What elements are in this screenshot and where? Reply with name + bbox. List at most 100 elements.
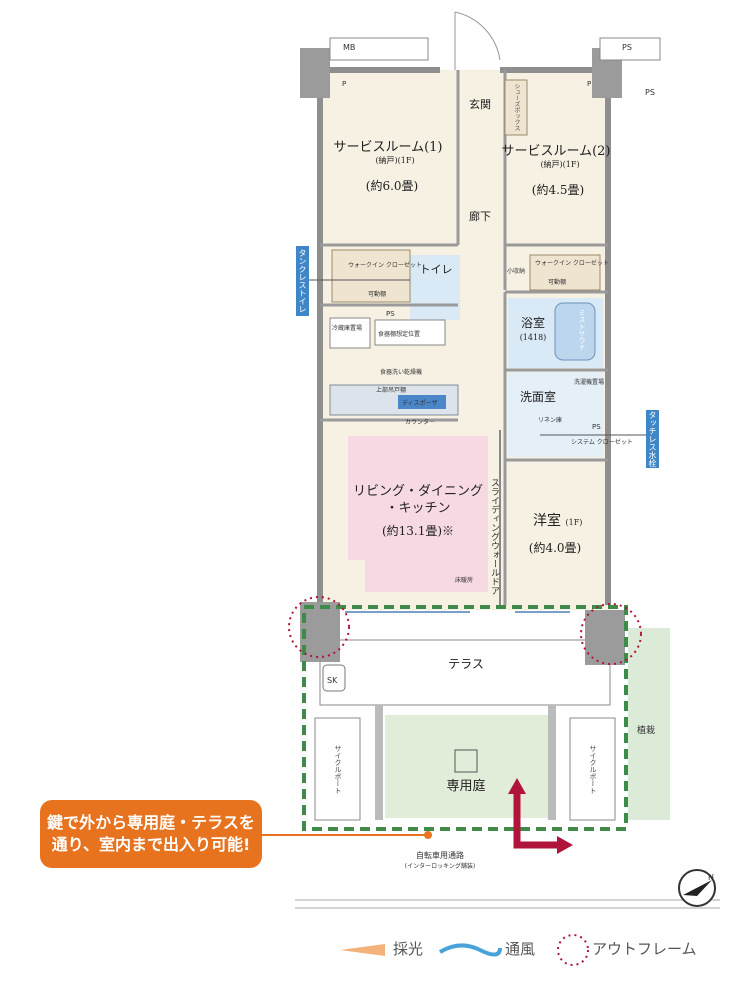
- walkin-closet-1-label: ウォークイン クローゼット: [348, 261, 422, 269]
- storage-small-label: 小収納: [507, 267, 525, 275]
- floor-heating-label: 床暖房: [455, 576, 473, 584]
- bicycle-path-sub: (インターロッキング舗装): [405, 862, 476, 870]
- mb-box: [329, 37, 429, 61]
- p-label-right: P: [587, 80, 591, 88]
- toilet-floor: [410, 255, 460, 320]
- tankless-toilet-tag: タンクレストイレ: [296, 246, 309, 316]
- drain-grate: [454, 749, 478, 773]
- walkin-closet-1: [331, 249, 411, 303]
- exterior-walls: [317, 67, 611, 605]
- p-label-left: P: [342, 80, 346, 88]
- ps-box-top: [599, 37, 661, 61]
- fridge-label: 冷蔵庫置場: [332, 324, 362, 332]
- upper-shelf-label: 上部吊戸棚: [376, 386, 406, 394]
- hallway-label: 廊下: [469, 209, 491, 223]
- touchless-faucet-label: タッチレス水栓: [648, 411, 657, 467]
- cycle-port-right-tag: サイクルポート 屋根付: [587, 742, 599, 797]
- cycle-port-left-tag: サイクルポート 屋根付: [332, 742, 344, 797]
- shoes-box-label: シューズボックス: [513, 83, 520, 131]
- cycle-port-left: [314, 717, 361, 821]
- western-room-name: 洋室: [533, 512, 561, 529]
- bath-label: 浴室: [521, 315, 545, 330]
- shoes-box: [504, 79, 528, 136]
- legend-wind-swatch: [438, 943, 502, 957]
- linen-label: リネン庫: [538, 416, 562, 424]
- outframe-marker-right: [580, 603, 642, 665]
- ldk-size: (約13.1畳)※: [382, 523, 454, 538]
- ps-label-kitchen: PS: [386, 310, 395, 318]
- touchless-faucet-tag: タッチレス水栓: [646, 410, 659, 468]
- bath-size-label: (1418): [520, 333, 547, 342]
- system-closet-label: システム クローゼット: [571, 438, 633, 446]
- entrance-door: [454, 11, 501, 70]
- western-room-sub: (1F): [566, 518, 583, 527]
- service-room-1-sub: (納戸)(1F): [375, 155, 414, 165]
- western-room-size: (約4.0畳): [529, 540, 581, 555]
- garden-access-callout: 鍵で外から専用庭・テラスを 通り、室内まで出入り可能!: [40, 800, 262, 868]
- terrace-area: [319, 639, 611, 706]
- bathtub: [554, 302, 596, 361]
- ldk-name-1: リビング・ダイニング: [353, 484, 483, 499]
- compass-label: N: [708, 873, 714, 882]
- service-room-2-name: サービスルーム(2): [501, 144, 610, 159]
- washing-machine-label: 洗濯機置場: [574, 378, 604, 386]
- washroom-label: 洗面室: [520, 389, 556, 404]
- access-route: [513, 790, 560, 849]
- legend-light-label: 採光: [393, 940, 424, 958]
- mist-sauna-tag: ミストサウナ: [576, 307, 587, 353]
- ps-label-top: PS: [622, 43, 632, 52]
- ps-label-wash: PS: [592, 423, 601, 431]
- cupboard-space: [374, 319, 446, 346]
- callout-line-2: 通り、室内まで出入り可能!: [51, 835, 251, 854]
- movable-shelf-1: 可動棚: [368, 290, 386, 298]
- service-room-1-size: (約6.0畳): [366, 178, 418, 193]
- callout-line-1: 鍵で外から専用庭・テラスを: [47, 813, 255, 832]
- cycle-port-right: [569, 717, 616, 821]
- entrance-label: 玄関: [469, 97, 491, 111]
- compass-icon: [678, 869, 716, 907]
- planting-label: 植栽: [637, 724, 655, 736]
- toilet-label: トイレ: [420, 263, 453, 276]
- terrace-label: テラス: [448, 657, 484, 671]
- planting-area: [628, 628, 670, 820]
- movable-shelf-2: 可動棚: [548, 278, 566, 286]
- sliding-door-label: スライディングウォールドア: [489, 477, 499, 595]
- service-room-2-sub: (納戸)(1F): [540, 159, 579, 169]
- legend-outframe-label: アウトフレーム: [592, 940, 697, 958]
- cycle-port-left-label: サイクルポート 屋根付: [334, 745, 342, 794]
- walkin-closet-2: [529, 254, 601, 291]
- garden-wall-right: [548, 705, 556, 820]
- floor-heating-zone: [348, 436, 488, 592]
- dishwasher-label: 食器洗い乾燥機: [380, 368, 422, 376]
- ldk-name-2: ・キッチン: [385, 501, 450, 516]
- private-garden-area: [385, 715, 550, 818]
- counter-label: カウンター: [405, 418, 435, 426]
- private-garden-label: 専用庭: [446, 778, 485, 794]
- ps-label-outside: PS: [645, 88, 655, 97]
- mb-label: MB: [343, 43, 355, 52]
- legend-wind-label: 通風: [505, 940, 536, 958]
- shoes-box-tag: シューズボックス: [511, 82, 522, 132]
- mist-sauna-label: ミストサウナ: [578, 309, 586, 351]
- sk-sink: [322, 664, 346, 692]
- cycle-port-right-label: サイクルポート 屋根付: [589, 745, 597, 794]
- cupboard-label: 食器棚想定位置: [378, 330, 420, 338]
- access-arrow-right: [557, 836, 573, 854]
- walkin-closet-2-label: ウォークイン クローゼット: [535, 259, 609, 267]
- private-area-frame: [302, 605, 628, 831]
- callout-dot: [424, 831, 432, 839]
- tankless-toilet-label: タンクレストイレ: [298, 249, 307, 313]
- sliding-door-tag: スライディングウォールドア: [487, 476, 501, 596]
- bicycle-path-label: 自転車用通路: [416, 850, 464, 860]
- legend-light-swatch: [340, 944, 385, 956]
- service-room-1-name: サービスルーム(1): [333, 140, 442, 155]
- access-arrow-up: [508, 778, 526, 794]
- outframe-marker-left: [288, 596, 350, 658]
- garden-wall-left: [375, 705, 383, 820]
- sk-label: SK: [327, 676, 338, 685]
- legend-outframe-swatch: [557, 934, 589, 966]
- fridge-space: [329, 317, 371, 349]
- service-room-2-size: (約4.5畳): [532, 182, 584, 197]
- disposer-label: ディスポーザ: [402, 399, 437, 407]
